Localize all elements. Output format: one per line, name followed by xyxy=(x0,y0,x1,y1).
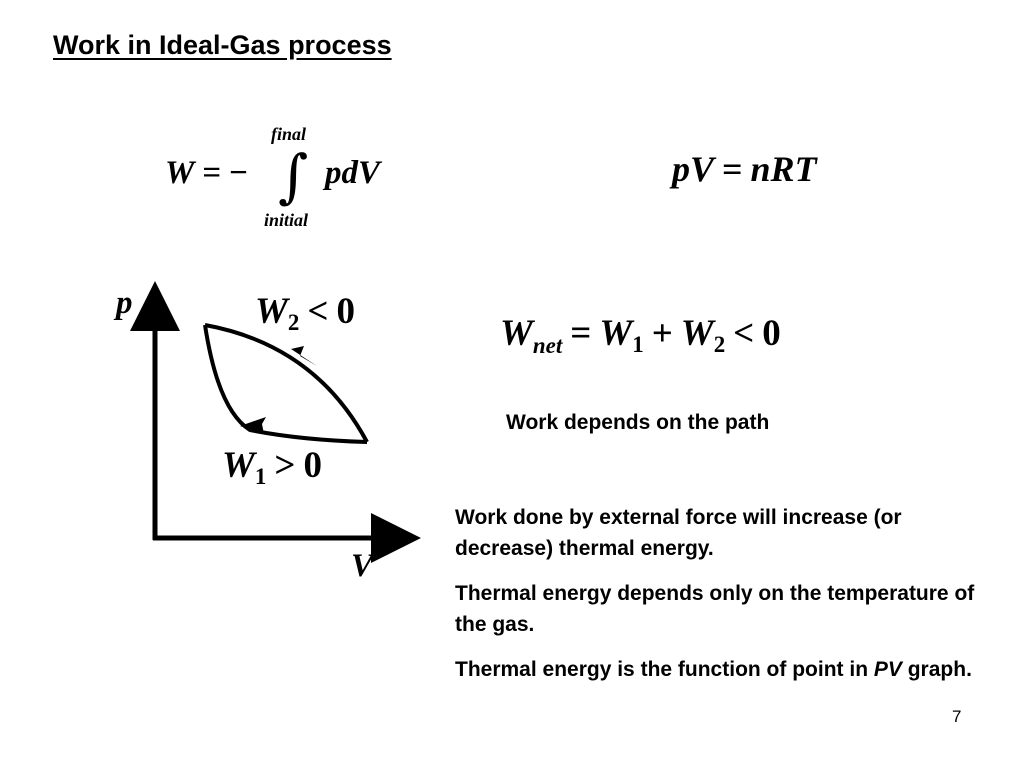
w1-label-relation: > xyxy=(274,445,296,486)
p-axis-arrowhead xyxy=(146,288,164,312)
ideal-gas-rhs: nRT xyxy=(750,149,817,189)
note-thermal-energy-temperature: Thermal energy depends only on the tempe… xyxy=(455,582,975,636)
p-axis-label: p xyxy=(116,285,133,321)
v-axis-arrowhead xyxy=(388,529,410,547)
integral-lower-limit: initial xyxy=(264,210,309,230)
zero-value: 0 xyxy=(762,313,781,354)
equals-sign: = xyxy=(202,155,222,191)
equals-sign: = xyxy=(570,313,592,354)
w1-label-symbol: W xyxy=(222,445,255,486)
path-dependence-note: Work depends on the path xyxy=(506,411,770,434)
thermal-energy-notes: Work done by external force will increas… xyxy=(455,502,995,699)
work-equation-lhs: W=− xyxy=(165,155,248,192)
upper-path-arrow xyxy=(291,346,317,366)
w1-subscript: 1 xyxy=(632,331,644,357)
page-number: 7 xyxy=(952,707,962,726)
integrand: pdV xyxy=(325,155,381,191)
w1-label-subscript: 1 xyxy=(254,463,267,489)
upper-process-path xyxy=(204,323,369,443)
ideal-gas-law: pV=nRT xyxy=(672,148,817,190)
w2-subscript: 2 xyxy=(713,331,726,357)
net-subscript: net xyxy=(532,333,563,359)
note3-suffix: graph. xyxy=(907,658,972,681)
slide-title: Work in Ideal-Gas process xyxy=(53,30,392,60)
note3-prefix: Thermal energy is the function of point … xyxy=(455,658,869,681)
lower-path-work-label: W1 >0 xyxy=(222,444,322,490)
plus-sign: + xyxy=(651,313,673,354)
w2-label-relation: < xyxy=(307,291,329,332)
minus-sign: − xyxy=(229,155,248,191)
lower-path-arrow xyxy=(240,417,266,434)
w1-label-value: 0 xyxy=(303,445,322,486)
w2-label-value: 0 xyxy=(336,291,355,332)
note-thermal-energy-state-function: Thermal energy is the function of point … xyxy=(455,654,995,685)
w2-label-subscript: 2 xyxy=(287,309,300,335)
w2-symbol: W xyxy=(680,313,714,354)
less-than-sign: < xyxy=(733,313,755,354)
w-net-symbol: W xyxy=(500,313,533,354)
net-work-equation: Wnet=W1+W2<0 xyxy=(500,312,781,359)
w2-label-symbol: W xyxy=(255,291,288,332)
note-work-thermal-energy: Work done by external force will increas… xyxy=(455,506,902,560)
w1-symbol: W xyxy=(599,313,633,354)
ideal-gas-lhs: pV xyxy=(672,149,715,189)
upper-path-work-label: W2 <0 xyxy=(255,290,355,336)
lower-process-path xyxy=(203,324,368,444)
equals-sign: = xyxy=(722,149,743,189)
v-axis-label: V xyxy=(351,548,374,584)
integral-sign: ∫ xyxy=(278,142,309,210)
note3-pv: PV xyxy=(873,658,902,681)
work-symbol: W xyxy=(165,155,195,191)
integral-upper-limit: final xyxy=(271,124,307,144)
